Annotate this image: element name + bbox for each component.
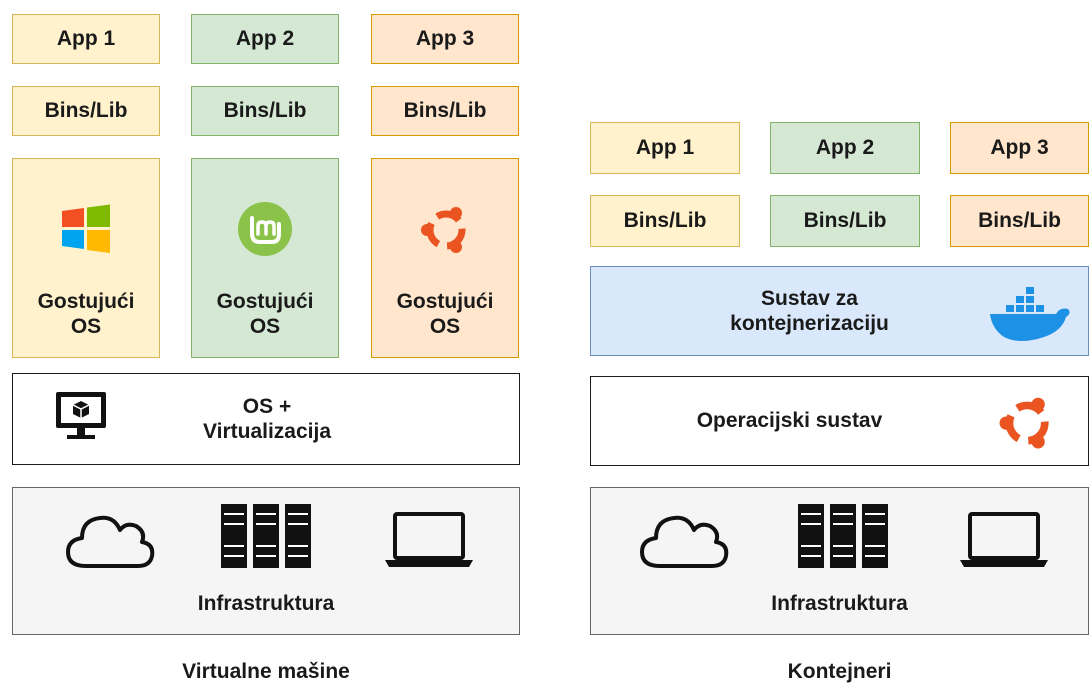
ct-bins-2-label: Bins/Lib <box>803 209 887 233</box>
vm-app-1-label: App 1 <box>56 27 116 51</box>
ct-app-2-label: App 2 <box>815 136 875 160</box>
ct-bins-1-box: Bins/Lib <box>590 195 740 247</box>
ct-app-3-box: App 3 <box>950 122 1089 174</box>
vm-app-1-box: App 1 <box>12 14 160 64</box>
ct-host-os-label: Operacijski sustav <box>696 409 883 433</box>
vm-guest-os-1-box: Gostujući OS <box>12 158 160 358</box>
cloud-icon <box>636 508 732 577</box>
vm-bins-1-label: Bins/Lib <box>44 99 128 123</box>
vm-hypervisor-box: OS + Virtualizacija <box>12 373 520 465</box>
ubuntu-icon <box>994 390 1058 459</box>
ct-caption: Kontejneri <box>787 660 892 683</box>
ct-host-os-box: Operacijski sustav <box>590 376 1089 466</box>
ct-infrastructure-label: Infrastruktura <box>771 591 908 615</box>
server-rack-icon <box>219 502 315 575</box>
ct-bins-1-label: Bins/Lib <box>623 209 707 233</box>
vm-guest-os-3-label: Gostujući OS <box>396 290 494 339</box>
ct-app-1-label: App 1 <box>635 136 695 160</box>
vm-guest-os-2-box: Gostujući OS <box>191 158 339 358</box>
ct-app-1-box: App 1 <box>590 122 740 174</box>
vm-guest-os-1-label: Gostujući OS <box>37 290 135 339</box>
vm-app-2-label: App 2 <box>235 27 295 51</box>
ct-bins-3-label: Bins/Lib <box>978 209 1061 233</box>
vm-app-3-label: App 3 <box>415 27 475 51</box>
windows-icon <box>60 199 112 259</box>
vm-infrastructure-label: Infrastruktura <box>197 591 335 615</box>
ct-engine-label: Sustav za kontejnerizaciju <box>730 286 889 335</box>
vm-guest-os-3-box: Gostujući OS <box>371 158 519 358</box>
vm-caption: Virtualne mašine <box>182 660 350 683</box>
ct-app-3-label: App 3 <box>990 136 1049 160</box>
laptop-icon <box>383 510 475 575</box>
vm-hypervisor-label: OS + Virtualizacija <box>203 394 332 443</box>
server-rack-icon <box>796 502 892 575</box>
ct-bins-2-box: Bins/Lib <box>770 195 920 247</box>
virtual-machine-monitor-icon <box>53 388 109 450</box>
ct-app-2-box: App 2 <box>770 122 920 174</box>
ubuntu-icon <box>416 199 474 259</box>
vm-bins-1-box: Bins/Lib <box>12 86 160 136</box>
ct-bins-3-box: Bins/Lib <box>950 195 1089 247</box>
docker-icon <box>986 283 1076 350</box>
vm-bins-2-box: Bins/Lib <box>191 86 339 136</box>
vm-bins-3-box: Bins/Lib <box>371 86 519 136</box>
cloud-icon <box>62 508 158 577</box>
vm-app-2-box: App 2 <box>191 14 339 64</box>
laptop-icon <box>958 510 1050 575</box>
linux-mint-icon <box>236 199 294 259</box>
vm-guest-os-2-label: Gostujući OS <box>216 290 314 339</box>
vm-bins-2-label: Bins/Lib <box>223 99 307 123</box>
vm-app-3-box: App 3 <box>371 14 519 64</box>
vm-bins-3-label: Bins/Lib <box>403 99 487 123</box>
